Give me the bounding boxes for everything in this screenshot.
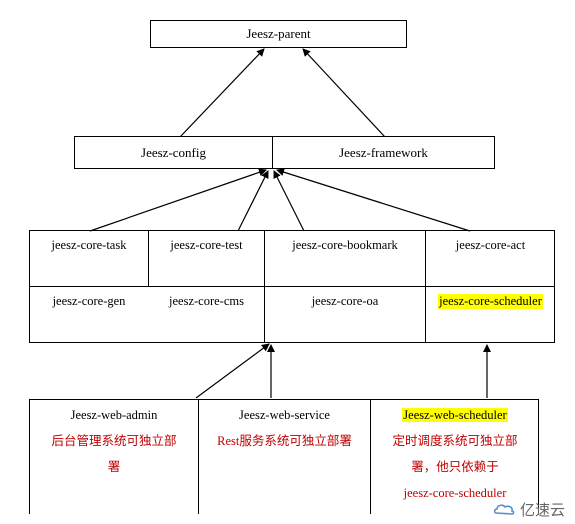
web-module-scheduler: Jeesz-web-scheduler 定时调度系统可独立部 署，他只依赖于 j… — [371, 400, 539, 506]
arrow-config-to-parent — [179, 48, 265, 138]
web-module-service-desc-line: Rest服务系统可独立部署 — [217, 434, 352, 448]
cloud-logo-icon — [493, 503, 515, 515]
grid-cell-label: jeesz-core-gen — [52, 293, 126, 308]
grid-col-divider — [148, 231, 149, 286]
grid-cell-label: jeesz-core-bookmark — [292, 237, 398, 252]
web-module-admin-desc-line: 署 — [107, 460, 121, 474]
web-module-service-title: Jeesz-web-service — [239, 408, 330, 422]
grid-cell-label: jeesz-core-cms — [169, 293, 244, 308]
watermark: 亿速云 — [493, 499, 565, 520]
web-module-scheduler-desc-line: 定时调度系统可独立部 — [392, 434, 518, 448]
arrow-core-test-up — [237, 170, 269, 232]
web-module-admin-title: Jeesz-web-admin — [70, 408, 158, 422]
node-jeesz-parent: Jeesz-parent — [150, 20, 407, 48]
watermark-text: 亿速云 — [519, 501, 565, 519]
grid-cell-label: jeesz-core-task — [51, 237, 127, 252]
grid-cell-core-cms: jeesz-core-cms — [149, 287, 264, 315]
grid-cell-core-act: jeesz-core-act — [426, 231, 555, 259]
arrow-core-act-up — [276, 168, 471, 232]
web-module-table: Jeesz-web-admin 后台管理系统可独立部 署 Jeesz-web-s… — [29, 399, 539, 514]
web-module-scheduler-desc-line: jeesz-core-scheduler — [403, 486, 507, 500]
grid-cell-core-bookmark: jeesz-core-bookmark — [265, 231, 425, 259]
web-module-scheduler-desc-line: 署，他只依赖于 — [411, 460, 499, 474]
grid-cell-core-scheduler: jeesz-core-scheduler — [426, 287, 555, 315]
node-jeesz-parent-label: Jeesz-parent — [246, 26, 311, 41]
node-jeesz-framework-label: Jeesz-framework — [339, 144, 428, 160]
web-module-admin-desc-line: 后台管理系统可独立部 — [51, 434, 177, 448]
grid-cell-core-test: jeesz-core-test — [149, 231, 264, 259]
grid-cell-core-gen: jeesz-core-gen — [30, 287, 148, 315]
arrow-core-bookmark-up — [273, 170, 305, 232]
web-module-scheduler-title: Jeesz-web-scheduler — [402, 408, 508, 422]
arrow-web-admin-up — [195, 343, 270, 399]
node-jeesz-config: Jeesz-config — [74, 136, 273, 169]
grid-cell-label: jeesz-core-test — [170, 237, 243, 252]
grid-col-divider — [425, 231, 426, 342]
node-jeesz-framework: Jeesz-framework — [272, 136, 495, 169]
node-jeesz-config-label: Jeesz-config — [141, 144, 206, 160]
arrow-framework-to-parent — [302, 48, 386, 138]
web-module-admin: Jeesz-web-admin 后台管理系统可独立部 署 — [30, 400, 198, 480]
arrow-core-task-up — [89, 168, 267, 232]
core-module-grid: jeesz-core-task jeesz-core-test jeesz-co… — [29, 230, 555, 343]
grid-cell-label: jeesz-core-act — [455, 237, 526, 252]
web-col-divider — [198, 400, 199, 514]
grid-cell-label-highlighted: jeesz-core-scheduler — [438, 293, 543, 309]
grid-row-divider — [30, 286, 554, 287]
grid-col-divider — [264, 231, 265, 342]
grid-cell-core-oa: jeesz-core-oa — [265, 287, 425, 315]
grid-cell-label: jeesz-core-oa — [311, 293, 379, 308]
web-col-divider — [370, 400, 371, 514]
web-module-service: Jeesz-web-service Rest服务系统可独立部署 — [199, 400, 370, 454]
grid-cell-core-task: jeesz-core-task — [30, 231, 148, 259]
